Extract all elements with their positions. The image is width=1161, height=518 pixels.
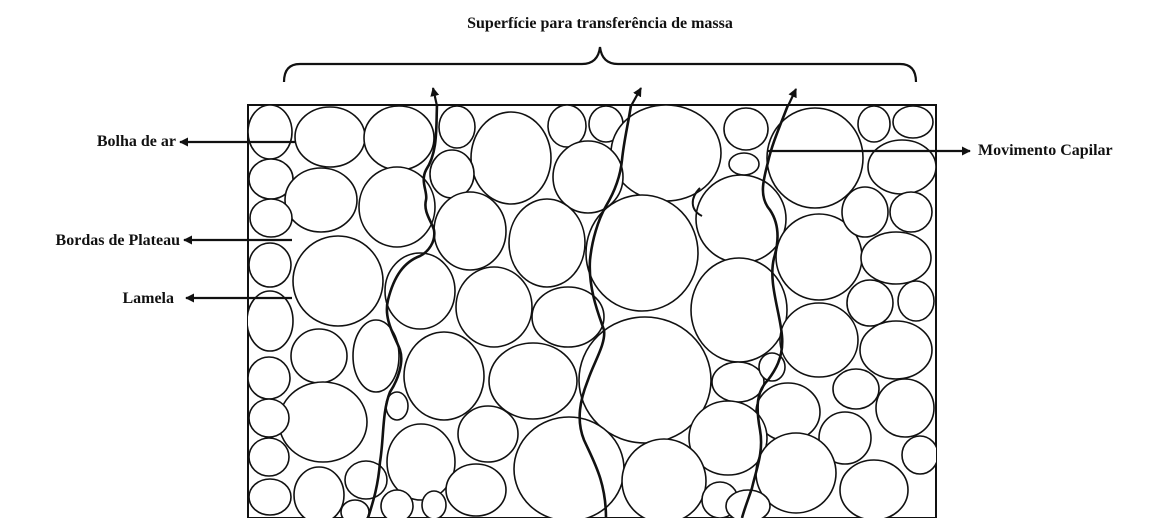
- bubble: [622, 439, 706, 518]
- bubble: [876, 379, 934, 437]
- bubble: [868, 140, 936, 194]
- surface-brace: [284, 47, 916, 82]
- bubble: [847, 280, 893, 326]
- bubble: [890, 192, 932, 232]
- bubble: [249, 479, 291, 515]
- bubble: [489, 343, 577, 419]
- bordas-de-plateau-label: Bordas de Plateau: [56, 232, 181, 249]
- bubble: [548, 105, 586, 147]
- bolha-de-ar-label: Bolha de ar: [97, 133, 176, 150]
- bubble: [858, 106, 890, 142]
- bubble: [898, 281, 934, 321]
- bubble: [249, 243, 291, 287]
- bubble: [726, 490, 770, 518]
- bubble: [724, 108, 768, 150]
- bubble: [364, 106, 434, 170]
- bubble: [712, 362, 764, 402]
- surface-arrow-right: [788, 89, 796, 106]
- bubble: [341, 500, 369, 518]
- bubble: [471, 112, 551, 204]
- bubble: [860, 321, 932, 379]
- bubble: [509, 199, 585, 287]
- bubble: [385, 253, 455, 329]
- bubble: [249, 438, 289, 476]
- bubble: [381, 490, 413, 518]
- surface-arrow-middle: [631, 88, 641, 106]
- bubble: [422, 491, 446, 518]
- bubble: [247, 291, 293, 351]
- bubble: [833, 369, 879, 409]
- bubble: [861, 232, 931, 284]
- bubble: [553, 141, 623, 213]
- bubble: [729, 153, 759, 175]
- bubble: [840, 460, 908, 518]
- bubble: [295, 107, 365, 167]
- bubble: [404, 332, 484, 420]
- bubble: [514, 417, 624, 518]
- bubble: [387, 424, 455, 500]
- bubble: [893, 106, 933, 138]
- bubble: [434, 192, 506, 270]
- bubble: [248, 357, 290, 399]
- bubble: [696, 175, 786, 263]
- bubble: [291, 329, 347, 383]
- bubble: [430, 150, 474, 198]
- bubble: [249, 399, 289, 437]
- bubble: [248, 105, 292, 159]
- bubble: [842, 187, 888, 237]
- bubble: [902, 436, 938, 474]
- bubble: [458, 406, 518, 462]
- bubble: [294, 467, 344, 518]
- bubble: [439, 106, 475, 148]
- bubble: [279, 382, 367, 462]
- bubble: [293, 236, 383, 326]
- movimento-capilar-label: Movimento Capilar: [978, 142, 1113, 159]
- bubble: [446, 464, 506, 516]
- bubble: [780, 303, 858, 377]
- lamela-label: Lamela: [122, 290, 174, 307]
- bubble: [456, 267, 532, 347]
- mass-transfer-surface-title: Superfície para transferência de massa: [467, 15, 733, 32]
- bubble: [285, 168, 357, 232]
- surface-arrow-left: [433, 88, 437, 106]
- bubble: [250, 199, 292, 237]
